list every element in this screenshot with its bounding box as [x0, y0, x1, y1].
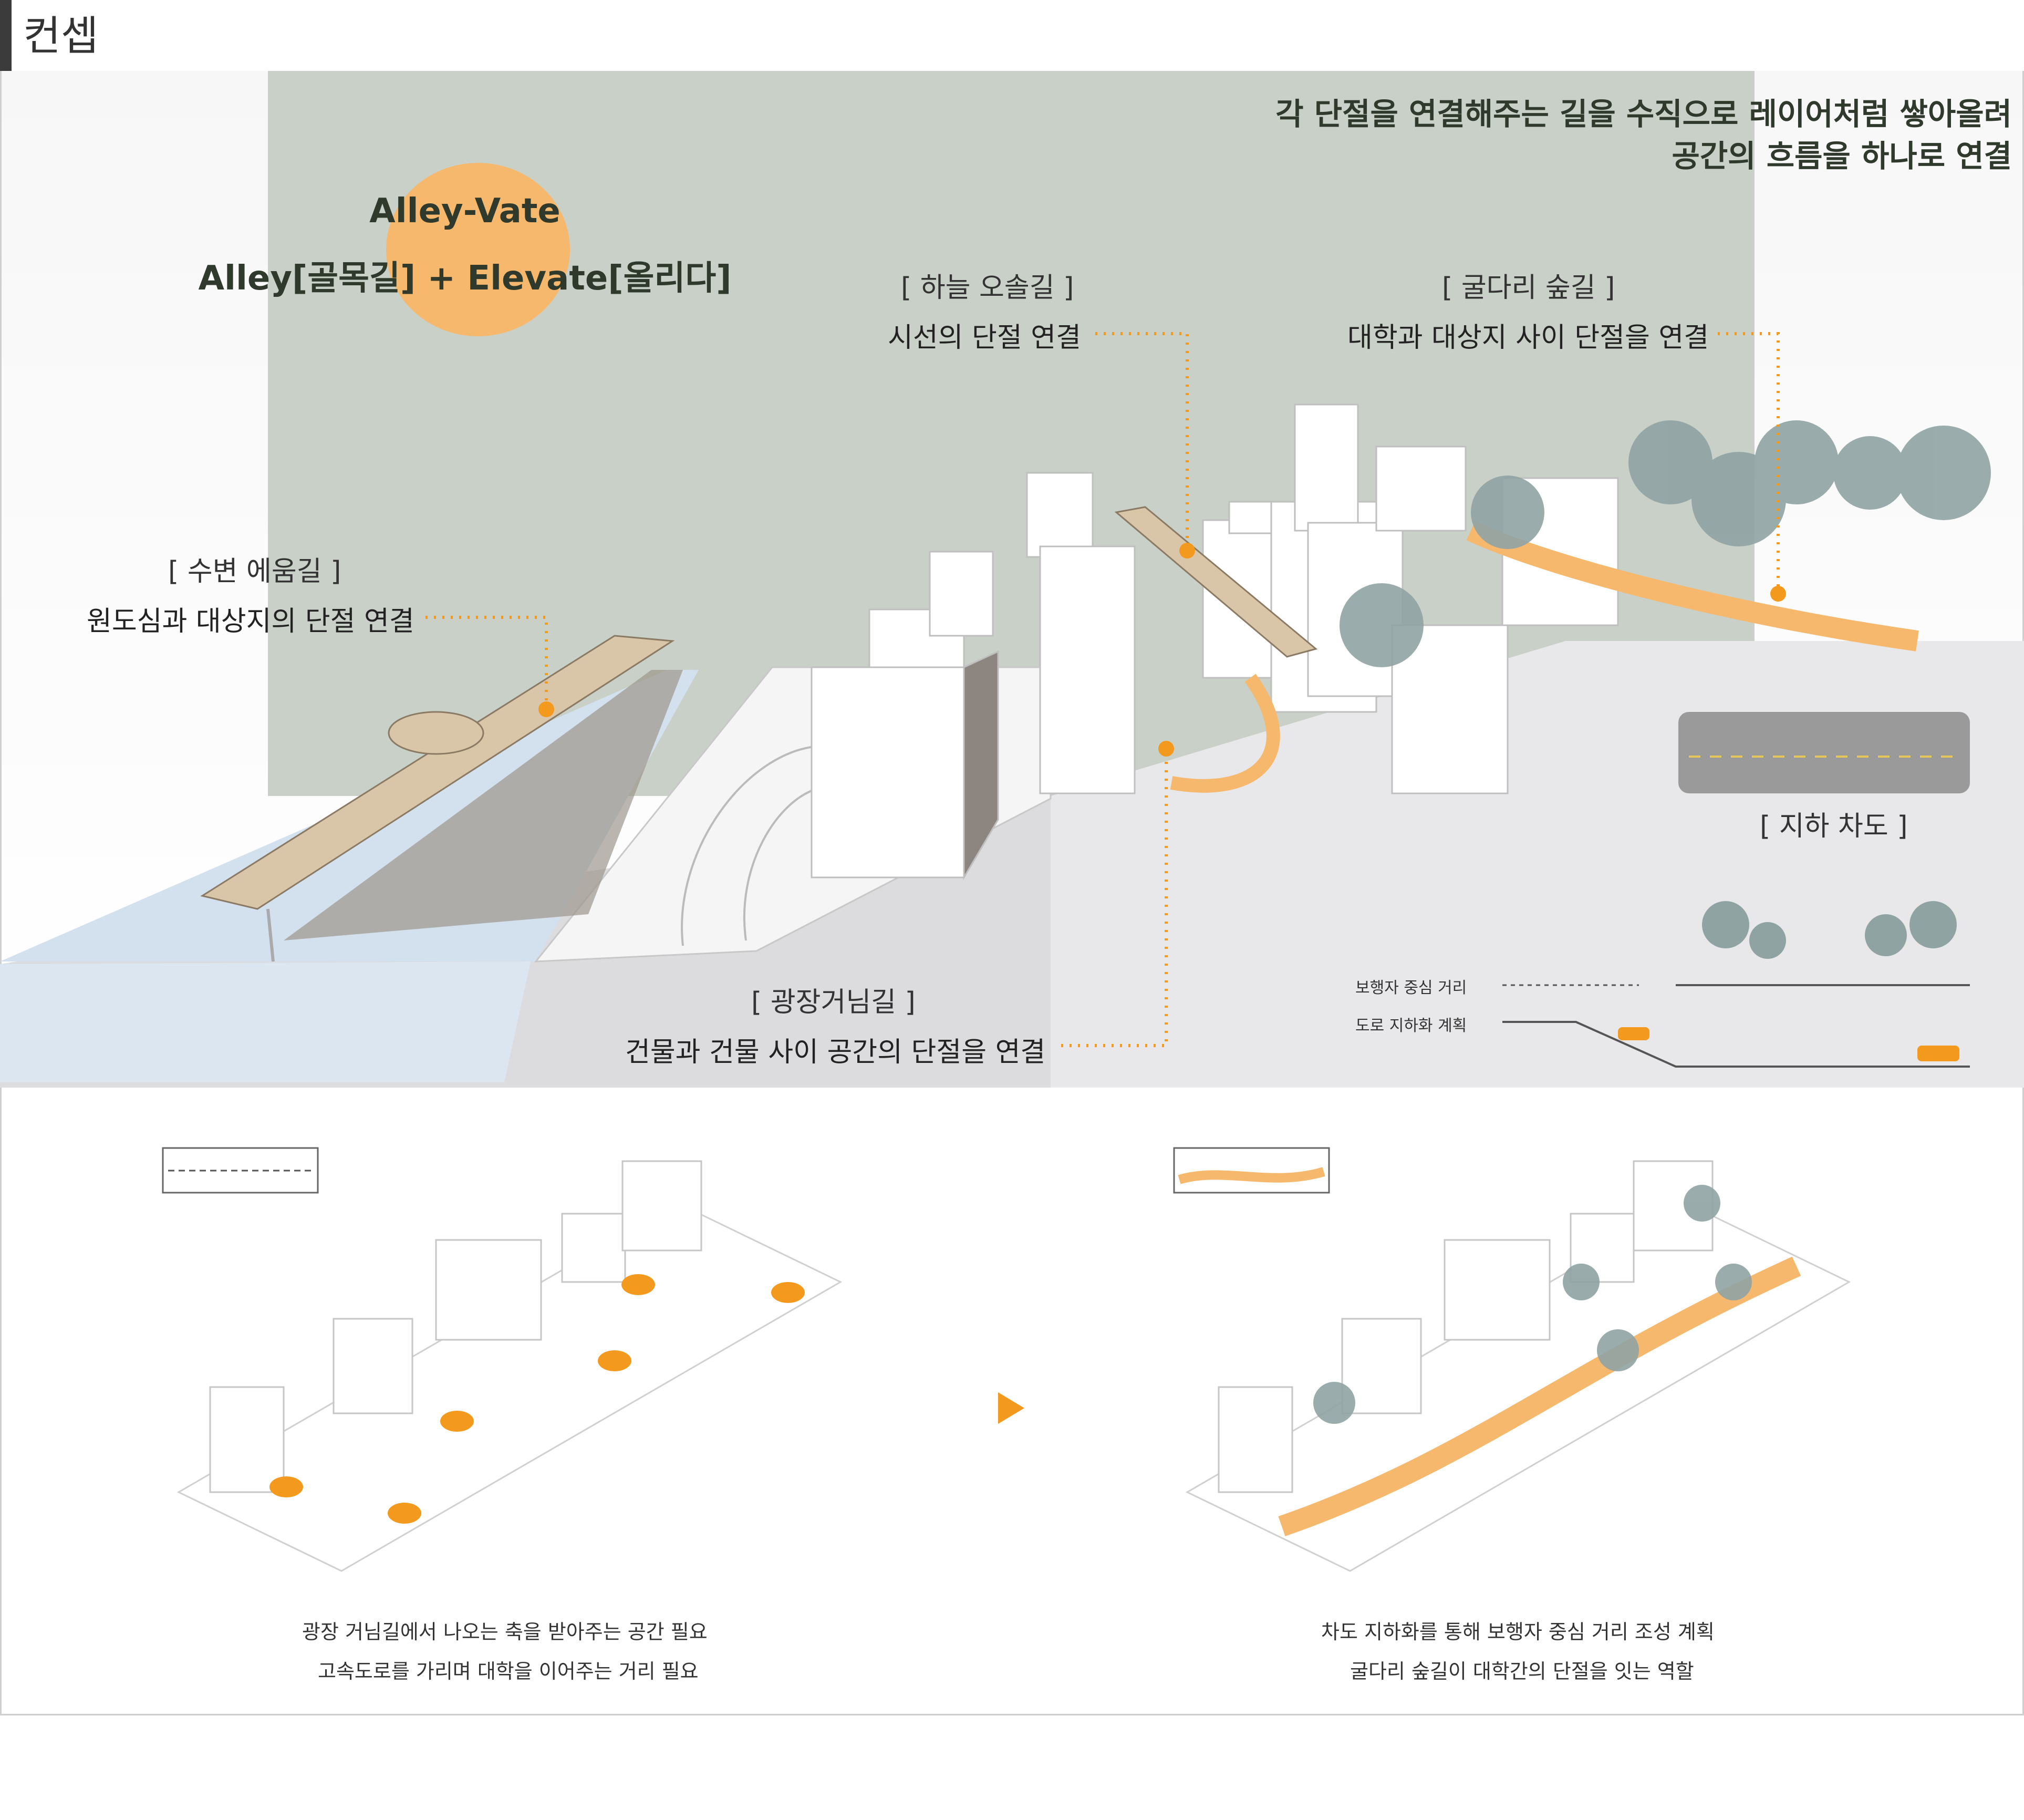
caption-left-line2: 고속도로를 가리며 대학을 이어주는 거리 필요 — [318, 1660, 699, 1683]
label-waterfront-title: [ 수변 에움길 ] — [168, 556, 341, 587]
trees — [1340, 420, 1991, 667]
label-waterfront-desc: 원도심과 대상지의 단절 연결 — [87, 606, 414, 637]
caption-right-line1: 차도 지하화를 통해 보행자 중심 거리 조성 계획 — [1321, 1620, 1715, 1643]
label-sky-title: [ 하늘 오솔길 ] — [901, 272, 1074, 304]
label-plaza-title: [ 광장거님길 ] — [751, 987, 916, 1018]
river — [0, 961, 531, 1082]
concept-subtitle: Alley[골목길] + Elevate[올리다] — [198, 259, 732, 298]
label-sky-desc: 시선의 단절 연결 — [888, 322, 1081, 354]
before-diagram — [162, 1147, 843, 1572]
leader-dots — [538, 543, 1786, 757]
label-underground-title: [ 지하 차도 ] — [1760, 811, 1908, 842]
tagline-line2: 공간의 흐름을 하나로 연결 — [1672, 138, 2012, 174]
plaza-orange-path — [1170, 674, 1280, 793]
legend-underground: 도로 지하화 계획 — [1355, 1017, 1467, 1035]
arrow-icon — [998, 1392, 1024, 1424]
label-forest-desc: 대학과 대상지 사이 단절을 연결 — [1347, 322, 1709, 354]
legend-pedestrian: 보행자 중심 거리 — [1355, 979, 1467, 997]
after-diagram — [1173, 1147, 1851, 1572]
page-title: 컨셉 — [23, 13, 99, 60]
after-orange-path — [1278, 1256, 1801, 1536]
sky-deck — [1114, 506, 1318, 658]
buildings — [811, 404, 1619, 881]
tagline-line1: 각 단절을 연결해주는 길을 수직으로 레이어처럼 쌓아올려 — [1275, 96, 2012, 132]
caption-right-line2: 굴다리 숲길이 대학간의 단절을 잇는 역할 — [1350, 1660, 1694, 1683]
title-accent-bar — [0, 0, 12, 71]
label-plaza-desc: 건물과 건물 사이 공간의 단절을 연결 — [625, 1037, 1046, 1068]
deck-shadow — [284, 670, 683, 940]
label-forest-title: [ 굴다리 숲길 ] — [1442, 272, 1615, 304]
leader-lines — [425, 332, 1780, 1047]
concept-name: Alley-Vate — [369, 192, 561, 231]
underground-road — [1678, 712, 1970, 793]
sun-circle — [386, 163, 570, 336]
caption-left-line1: 광장 거님길에서 나오는 축을 받아주는 공간 필요 — [302, 1620, 708, 1643]
